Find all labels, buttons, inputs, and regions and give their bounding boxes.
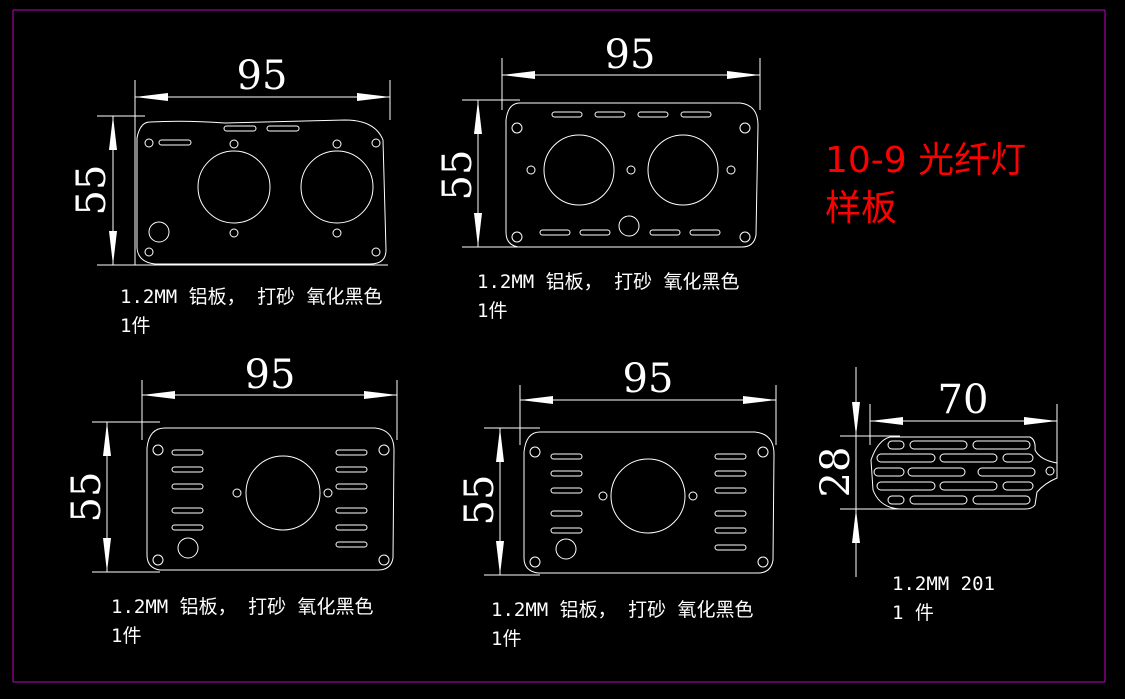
part-5-drawing: 70 28 1.2MM 201 1 件 — [813, 367, 1058, 624]
drawing-title-line2: 样板 — [825, 188, 897, 229]
part-2-note: 1.2MM 铝板， 打砂 氧化黑色 — [477, 271, 740, 293]
part-1-qty: 1件 — [120, 315, 150, 337]
part-3-note: 1.2MM 铝板， 打砂 氧化黑色 — [111, 596, 374, 618]
part-3-width-dim: 95 — [245, 352, 296, 398]
part-1-note: 1.2MM 铝板， 打砂 氧化黑色 — [120, 286, 383, 308]
part-1-drawing: 95 55 1.2MM 铝板， 打砂 氧化黑色 1件 — [69, 53, 391, 337]
part-2-qty: 1件 — [477, 300, 507, 322]
part-1-width-dim: 95 — [237, 53, 288, 99]
part-3-height-dim: 55 — [64, 472, 110, 523]
part-3-drawing: 95 55 1.2MM 铝板， 打砂 氧化黑色 1件 — [64, 352, 398, 647]
part-5-qty: 1 件 — [892, 602, 934, 624]
part-4-note: 1.2MM 铝板， 打砂 氧化黑色 — [491, 599, 754, 621]
part-2-height-dim: 55 — [435, 150, 481, 201]
part-1-height-dim: 55 — [69, 165, 115, 216]
part-5-width-dim: 70 — [938, 377, 989, 423]
part-2-width-dim: 95 — [605, 32, 656, 78]
drawing-frame — [12, 9, 1106, 683]
part-4-qty: 1件 — [491, 628, 521, 650]
part-4-drawing: 95 55 1.2MM 铝板， 打砂 氧化黑色 1件 — [457, 356, 777, 650]
part-2-drawing: 95 55 1.2MM 铝板， 打砂 氧化黑色 1件 — [435, 32, 761, 322]
part-3-qty: 1件 — [111, 625, 141, 647]
part-5-height-dim: 28 — [813, 447, 859, 498]
drawing-title-line1: 10-9 光纤灯 — [825, 140, 1026, 181]
part-4-width-dim: 95 — [623, 356, 674, 402]
part-5-note: 1.2MM 201 — [892, 573, 995, 595]
part-4-height-dim: 55 — [457, 475, 503, 526]
